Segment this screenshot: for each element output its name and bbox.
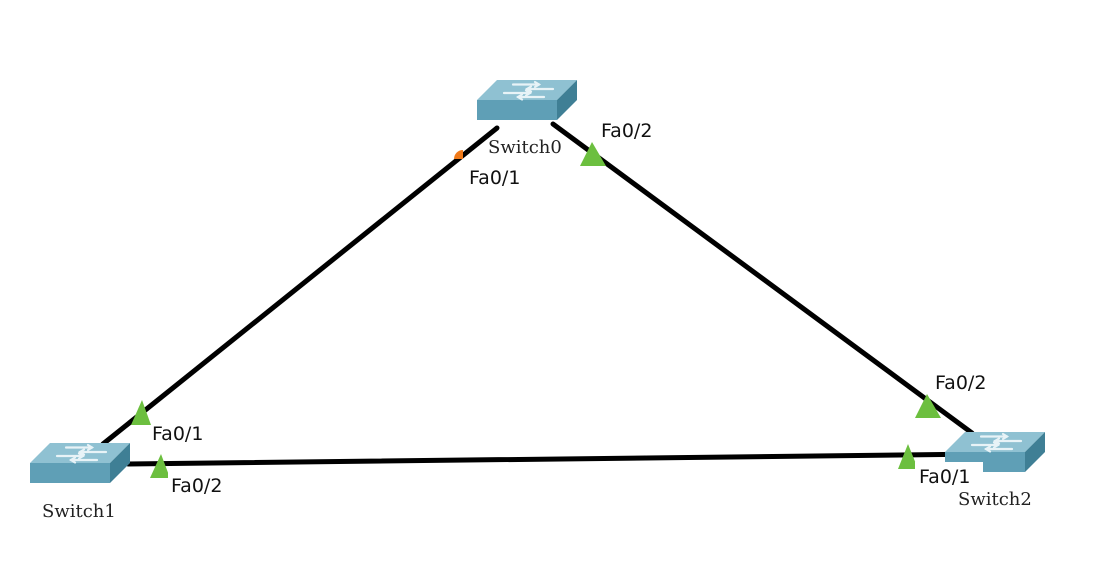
- switch-icon: [28, 441, 132, 485]
- port-forwarding-icon: [580, 142, 606, 166]
- port-label-switch2-fa0-1: Fa0/1: [919, 466, 970, 488]
- device-switch0[interactable]: Switch0: [475, 78, 579, 158]
- port-forwarding-icon: [150, 454, 170, 478]
- device-label-switch1: Switch1: [42, 501, 116, 522]
- device-switch2[interactable]: Switch2: [943, 430, 1047, 510]
- device-switch1[interactable]: Switch1: [28, 441, 132, 522]
- device-label-switch0: Switch0: [488, 137, 562, 158]
- port-label-switch0-fa0-1: Fa0/1: [469, 167, 520, 189]
- link-switch0-switch2[interactable]: [550, 121, 975, 436]
- port-forwarding-icon: [915, 394, 941, 418]
- port-label-switch1-fa0-2: Fa0/2: [171, 475, 222, 497]
- link-switch0-switch1[interactable]: [100, 125, 500, 447]
- links-layer: [100, 121, 989, 467]
- switch-icon: [475, 78, 579, 122]
- port-label-switch0-fa0-2: Fa0/2: [601, 120, 652, 142]
- port-label-switch1-fa0-1: Fa0/1: [152, 423, 203, 445]
- ports-layer: Fa0/1 Fa0/2 Fa0/1 Fa0/2 Fa0/2 Fa0/1: [131, 120, 986, 497]
- port-forwarding-icon: [131, 400, 151, 425]
- port-blocking-icon: [454, 150, 463, 159]
- link-switch1-switch2[interactable]: [125, 451, 989, 467]
- port-forwarding-icon: [898, 444, 918, 469]
- device-label-switch2: Switch2: [958, 489, 1032, 510]
- port-label-switch2-fa0-2: Fa0/2: [935, 372, 986, 394]
